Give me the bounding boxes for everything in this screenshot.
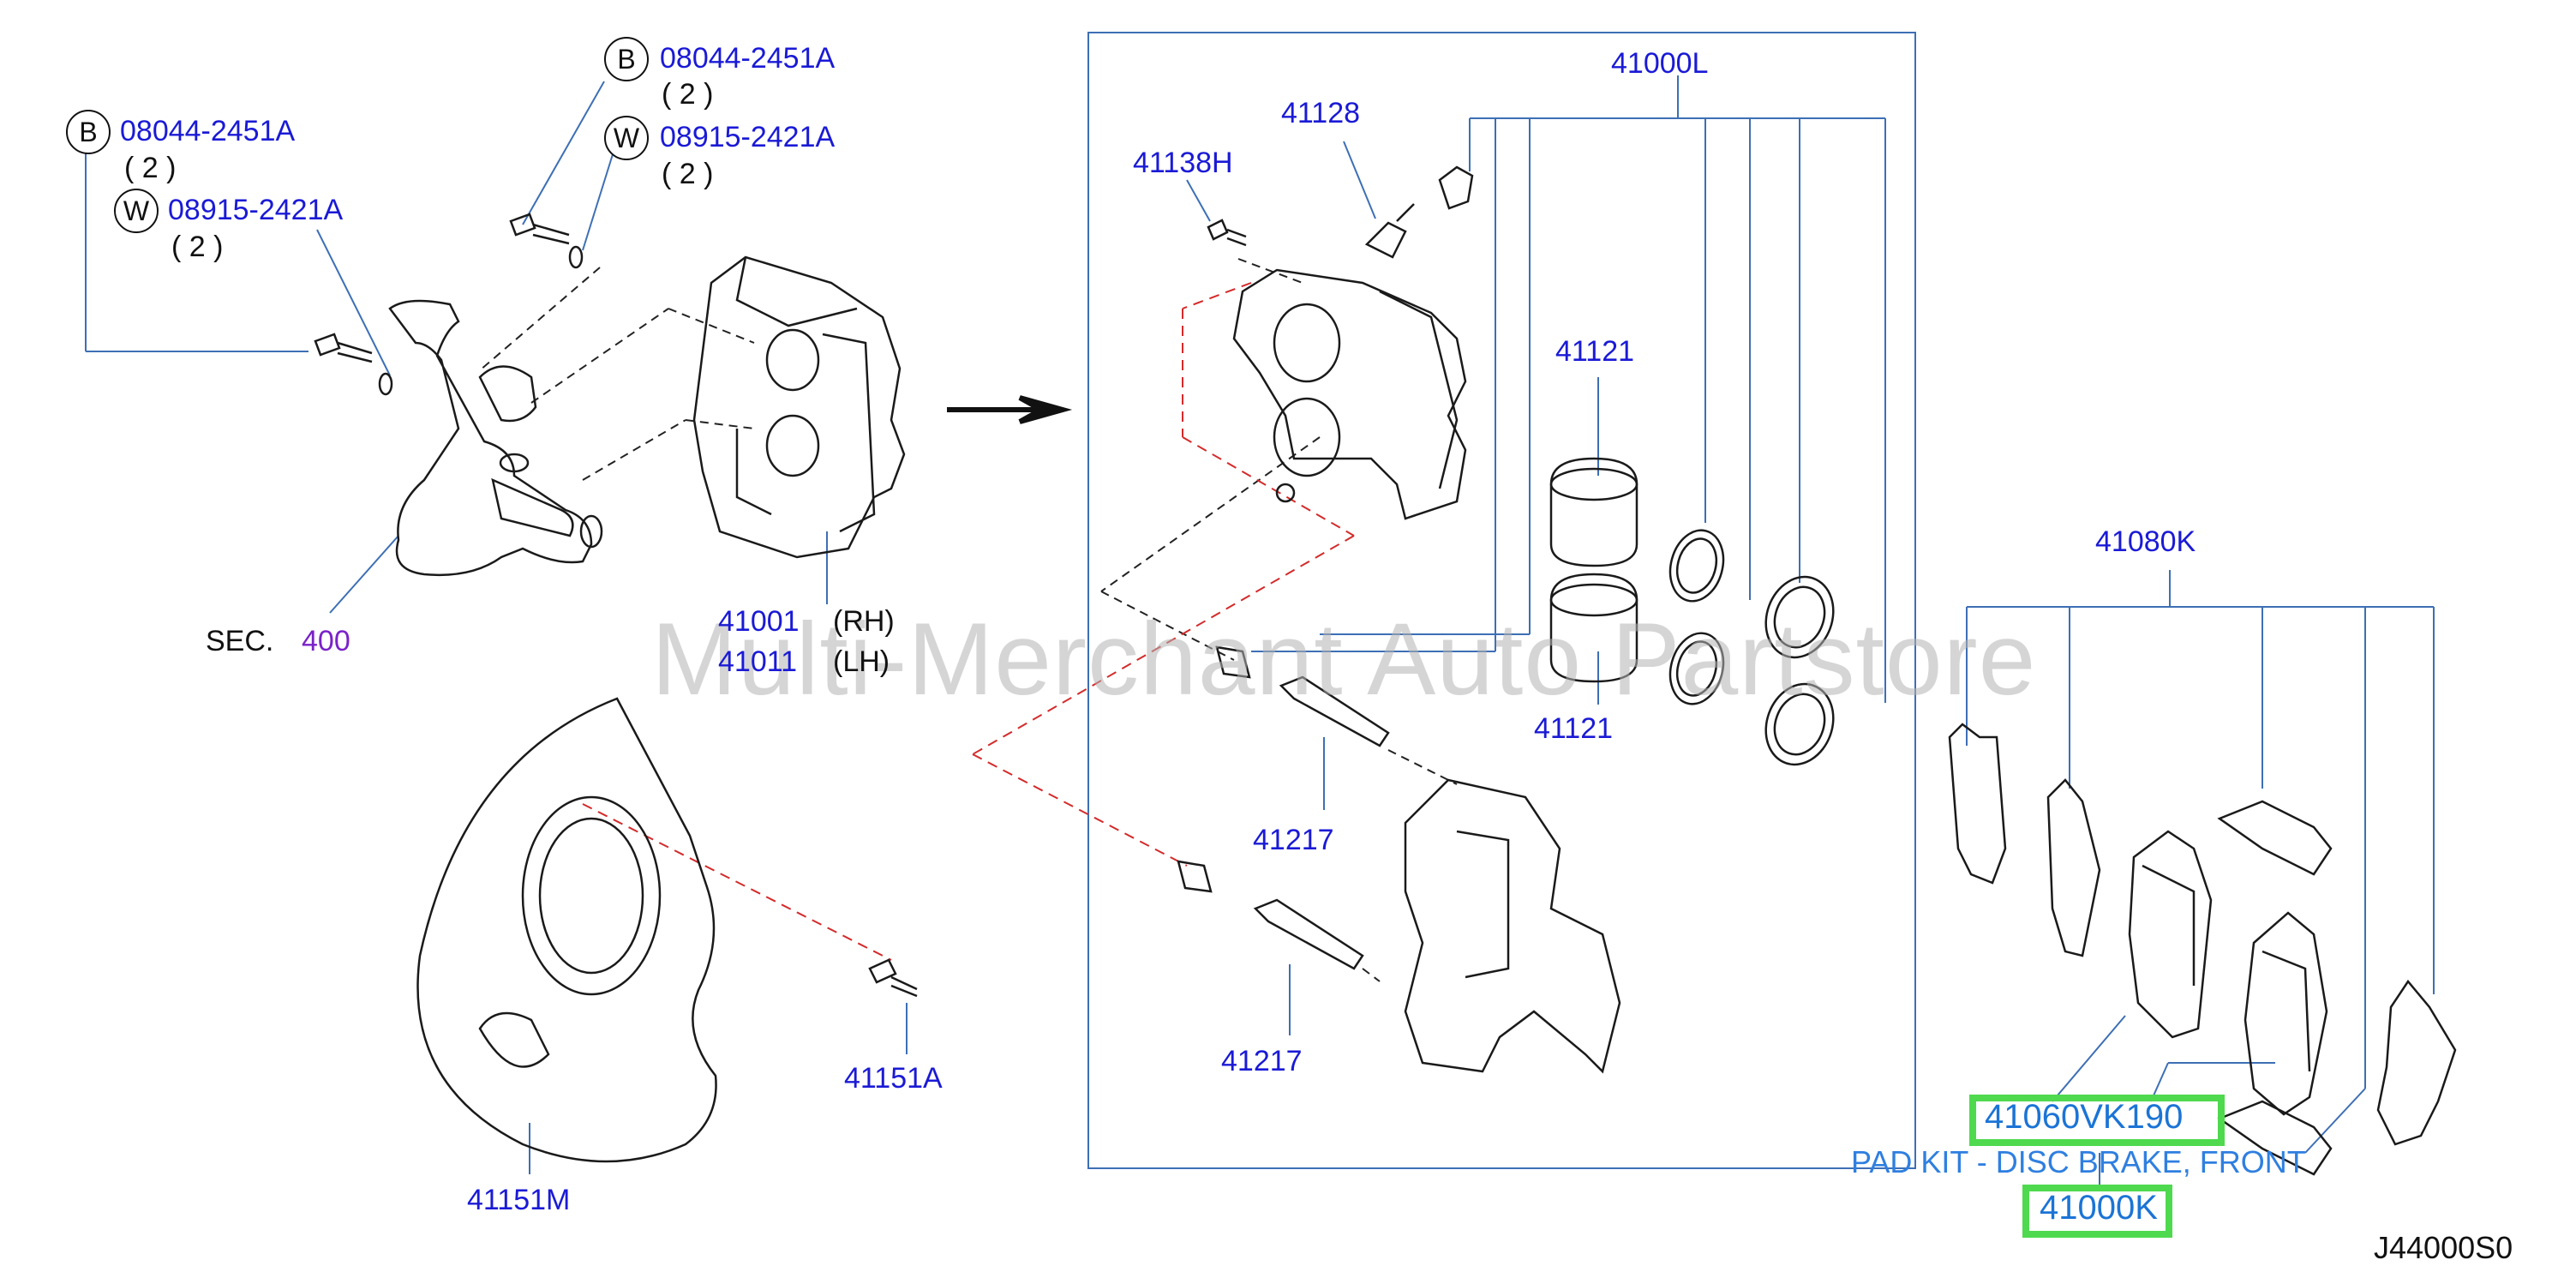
splash-plate-part-number[interactable]: 41151M: [467, 1184, 571, 1216]
hardware-kit-part-number[interactable]: 41080K: [2095, 525, 2196, 558]
watermark-text: Multi-Merchant Auto Partstore: [651, 602, 2037, 717]
bolt-top-part-number[interactable]: 08044-2451A: [660, 42, 836, 75]
caliper-assy-highlight-box[interactable]: [2022, 1185, 2172, 1238]
pin-lower-part-number[interactable]: 41217: [1221, 1045, 1303, 1077]
bolt-left-part-number[interactable]: 08044-2451A: [120, 115, 296, 147]
washer-top-part-number[interactable]: 08915-2421A: [660, 121, 836, 153]
pad-kit-highlight-box[interactable]: [1969, 1095, 2225, 1146]
caliper-assy-part-number[interactable]: 41000K: [2040, 1189, 2158, 1227]
brake-pads-drawing: [1948, 723, 2457, 1176]
caliper-exploded-drawing: [1177, 165, 1835, 1074]
caliper-lh-side: (LH): [833, 645, 890, 678]
washer-top-quantity: ( 2 ): [662, 158, 714, 190]
section-prefix: SEC.: [206, 625, 274, 657]
washer-left-quantity: ( 2 ): [171, 231, 224, 263]
piston-upper-part-number[interactable]: 41121: [1555, 335, 1635, 368]
diagram-reference-code: J44000S0: [2374, 1230, 2513, 1265]
bolt-41138h-part-number[interactable]: 41138H: [1133, 147, 1233, 179]
splash-shield-drawing: [416, 697, 918, 1163]
pad-kit-title: PAD KIT - DISC BRAKE, FRONT: [1851, 1144, 2306, 1179]
steering-knuckle-drawing: [388, 299, 603, 577]
seal-kit-part-number[interactable]: 41000L: [1611, 47, 1709, 80]
bolt-left-quantity: ( 2 ): [124, 152, 177, 184]
caliper-lh-part-number[interactable]: 41011: [718, 645, 798, 678]
caliper-41001-drawing: [692, 255, 906, 559]
bolt-marker-circle-top: B: [604, 37, 649, 81]
washer-marker-circle-left: W: [114, 189, 159, 233]
bleeder-part-number[interactable]: 41128: [1281, 97, 1361, 129]
section-number-link[interactable]: 400: [302, 625, 350, 657]
caliper-rh-part-number[interactable]: 41001: [718, 605, 800, 638]
direction-arrow: [947, 395, 1073, 424]
pin-upper-part-number[interactable]: 41217: [1253, 824, 1334, 856]
piston-lower-part-number[interactable]: 41121: [1534, 712, 1614, 745]
splash-bolt-part-number[interactable]: 41151A: [844, 1062, 943, 1095]
bolt-marker-circle-left: B: [66, 110, 111, 154]
washer-marker-circle-top: W: [604, 116, 649, 160]
caliper-group-frame: [1087, 32, 1916, 1169]
pad-kit-part-number[interactable]: 41060VK190: [1985, 1098, 2184, 1136]
washer-left-part-number[interactable]: 08915-2421A: [168, 194, 344, 226]
bolt-top-quantity: ( 2 ): [662, 78, 714, 111]
caliper-rh-side: (RH): [833, 605, 895, 638]
